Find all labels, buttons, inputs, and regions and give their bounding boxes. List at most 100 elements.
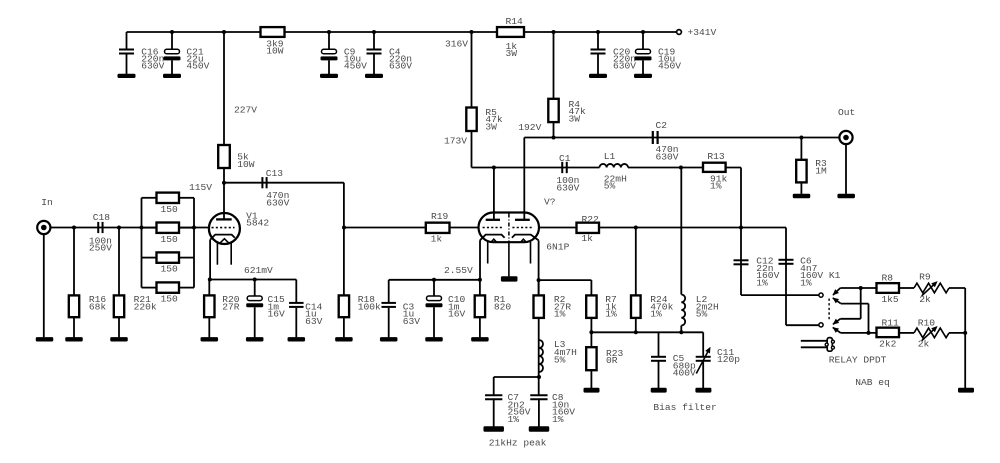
- svg-text:68k: 68k: [89, 301, 107, 312]
- svg-text:0R: 0R: [606, 355, 618, 366]
- svg-text:2k: 2k: [918, 339, 930, 350]
- svg-text:27R: 27R: [554, 301, 572, 312]
- svg-text:630V: 630V: [389, 61, 412, 72]
- svg-text:1M: 1M: [815, 165, 827, 176]
- svg-text:1m: 1m: [268, 301, 280, 312]
- svg-text:630V: 630V: [613, 61, 636, 72]
- svg-text:220n: 220n: [141, 54, 164, 65]
- svg-text:R24: R24: [650, 294, 668, 305]
- svg-text:C18: C18: [93, 212, 111, 223]
- svg-text:C11: C11: [717, 347, 735, 358]
- svg-text:Bias filter: Bias filter: [653, 402, 716, 413]
- svg-text:250V: 250V: [89, 243, 112, 254]
- svg-text:R16: R16: [89, 294, 107, 305]
- svg-text:22mH: 22mH: [604, 173, 627, 184]
- svg-text:C21: C21: [186, 46, 204, 57]
- svg-text:150: 150: [161, 204, 179, 215]
- svg-text:820: 820: [494, 301, 512, 312]
- svg-text:120p: 120p: [717, 354, 740, 365]
- svg-text:150: 150: [161, 294, 179, 305]
- svg-text:R3: R3: [815, 158, 827, 169]
- svg-text:1k: 1k: [431, 233, 443, 244]
- svg-text:1%: 1%: [710, 180, 722, 191]
- svg-text:R11: R11: [882, 317, 900, 328]
- svg-text:+341V: +341V: [688, 27, 717, 38]
- svg-text:3W: 3W: [569, 113, 581, 124]
- svg-text:1k: 1k: [581, 233, 593, 244]
- svg-text:22u: 22u: [186, 54, 203, 65]
- svg-text:220n: 220n: [389, 54, 412, 65]
- svg-text:1%: 1%: [605, 309, 617, 320]
- svg-text:4n7: 4n7: [800, 263, 817, 274]
- svg-text:R14: R14: [506, 16, 524, 27]
- svg-text:R7: R7: [605, 294, 617, 305]
- svg-text:470n: 470n: [266, 190, 289, 201]
- svg-text:L1: L1: [604, 151, 616, 162]
- svg-text:1u: 1u: [305, 309, 317, 320]
- svg-text:R4: R4: [569, 99, 581, 110]
- svg-text:C9: C9: [344, 46, 356, 57]
- svg-text:63V: 63V: [403, 316, 421, 327]
- svg-text:R9: R9: [919, 272, 931, 283]
- svg-text:173V: 173V: [444, 135, 467, 146]
- svg-text:In: In: [41, 197, 53, 208]
- svg-text:160V K1: 160V K1: [800, 270, 841, 281]
- svg-text:R2: R2: [554, 294, 566, 305]
- svg-text:1%: 1%: [756, 277, 768, 288]
- svg-text:1%: 1%: [554, 309, 566, 320]
- svg-text:R5: R5: [485, 107, 497, 118]
- svg-text:R21: R21: [134, 294, 152, 305]
- svg-text:2n2: 2n2: [508, 399, 526, 410]
- svg-text:192V: 192V: [518, 122, 541, 133]
- svg-text:C19: C19: [658, 46, 676, 57]
- svg-text:250V: 250V: [508, 407, 531, 418]
- svg-text:470n: 470n: [656, 144, 679, 155]
- svg-text:10W: 10W: [266, 46, 284, 57]
- svg-text:RELAY DPDT: RELAY DPDT: [829, 354, 887, 365]
- svg-text:2k2: 2k2: [879, 339, 897, 350]
- svg-text:L3: L3: [554, 339, 566, 350]
- svg-text:NAB eq: NAB eq: [855, 377, 890, 388]
- svg-text:63V: 63V: [305, 316, 323, 327]
- svg-text:R13: R13: [707, 151, 725, 162]
- svg-text:150: 150: [161, 234, 179, 245]
- svg-text:C10: C10: [448, 294, 466, 305]
- svg-text:2k: 2k: [919, 294, 931, 305]
- svg-text:630V: 630V: [556, 182, 579, 193]
- svg-text:C16: C16: [141, 46, 159, 57]
- svg-text:160V: 160V: [552, 407, 575, 418]
- svg-text:1k: 1k: [605, 301, 617, 312]
- svg-text:100n: 100n: [89, 235, 112, 246]
- svg-text:R19: R19: [431, 211, 449, 222]
- svg-text:100k: 100k: [358, 301, 381, 312]
- svg-text:450V: 450V: [658, 61, 681, 72]
- svg-text:C6: C6: [800, 256, 812, 267]
- svg-text:680p: 680p: [673, 360, 696, 371]
- svg-text:10n: 10n: [552, 399, 569, 410]
- svg-text:227V: 227V: [234, 105, 257, 116]
- svg-text:C5: C5: [673, 353, 685, 364]
- svg-text:27R: 27R: [222, 301, 240, 312]
- svg-text:3W: 3W: [506, 48, 518, 59]
- svg-text:Out: Out: [838, 107, 855, 118]
- svg-text:160V: 160V: [756, 270, 779, 281]
- svg-text:10u: 10u: [344, 54, 361, 65]
- svg-text:220k: 220k: [134, 301, 157, 312]
- svg-text:3k9: 3k9: [266, 38, 284, 49]
- svg-text:R23: R23: [606, 348, 624, 359]
- svg-text:1%: 1%: [650, 309, 662, 320]
- svg-text:3W: 3W: [485, 121, 497, 132]
- svg-text:1k: 1k: [506, 41, 518, 52]
- svg-text:5%: 5%: [604, 181, 616, 192]
- svg-text:6N1P: 6N1P: [546, 241, 569, 252]
- svg-text:220n: 220n: [613, 54, 636, 65]
- svg-text:10W: 10W: [237, 159, 255, 170]
- svg-text:91k: 91k: [710, 173, 728, 184]
- svg-text:450V: 450V: [344, 61, 367, 72]
- svg-text:1%: 1%: [508, 414, 520, 425]
- svg-text:100n: 100n: [556, 175, 579, 186]
- svg-text:R10: R10: [918, 317, 936, 328]
- svg-text:C15: C15: [268, 294, 286, 305]
- svg-text:R18: R18: [358, 294, 376, 305]
- svg-text:C2: C2: [656, 120, 668, 131]
